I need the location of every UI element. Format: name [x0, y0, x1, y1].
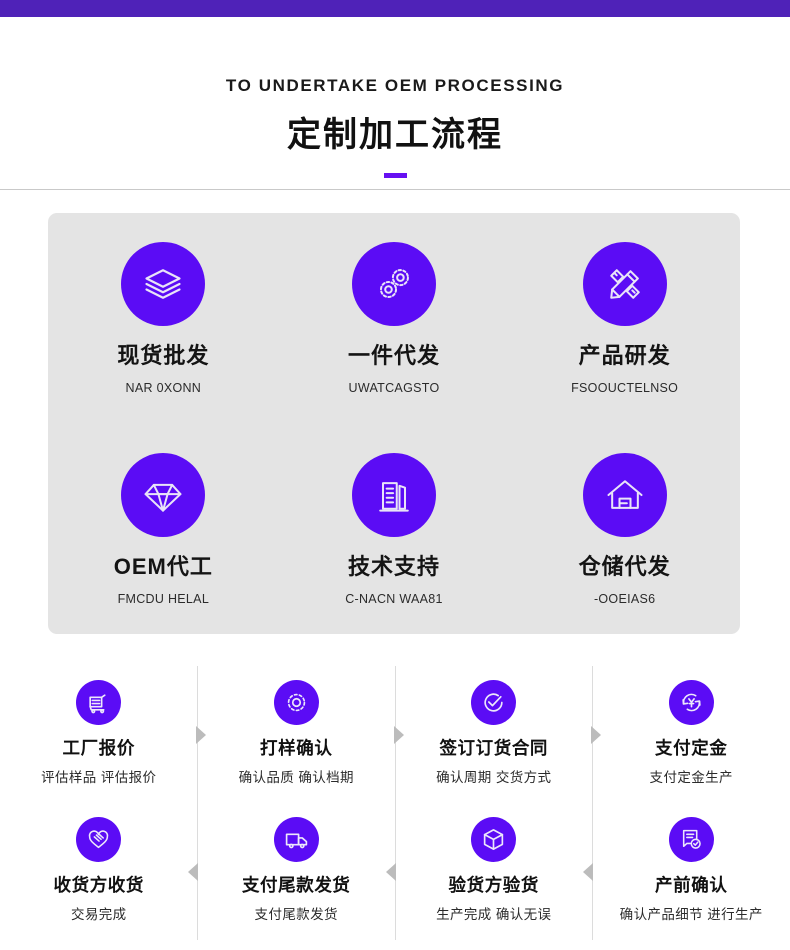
process-step-sub: 支付尾款发货 — [254, 906, 338, 922]
service-title: 现货批发 — [117, 343, 210, 368]
service-item[interactable]: 技术支持 C-NACN WAA81 — [279, 452, 510, 606]
process-step-title: 支付尾款发货 — [241, 875, 351, 895]
service-item[interactable]: 仓储代发 -OOEIAS6 — [509, 452, 740, 606]
header-english-subtitle: TO UNDERTAKE OEM PROCESSING — [225, 76, 565, 95]
service-item[interactable]: 一件代发 UWATCAGSTO — [279, 242, 510, 395]
service-item[interactable]: 现货批发 NAR 0XONN — [48, 242, 279, 395]
process-step[interactable]: 签订订货合同 确认周期 交货方式 — [395, 666, 593, 803]
process-step[interactable]: 产前确认 确认产品细节 进行生产 — [593, 803, 790, 940]
process-step-sub: 确认产品细节 进行生产 — [619, 906, 763, 922]
process-step-sub: 生产完成 确认无误 — [436, 906, 552, 922]
process-flow: 工厂报价 评估样品 评估报价 打样确认 确认品质 确认档期 — [0, 666, 790, 940]
top-accent-bar — [0, 0, 790, 17]
service-code: NAR 0XONN — [125, 381, 202, 395]
page-title: 定制加工流程 — [287, 116, 503, 154]
process-step[interactable]: 打样确认 确认品质 确认档期 — [198, 666, 396, 803]
service-code: FSOOUCTELNSO — [571, 381, 679, 395]
service-code: FMCDU HELAL — [117, 591, 210, 606]
arrow-right-icon — [196, 726, 206, 744]
process-step[interactable]: 工厂报价 评估样品 评估报价 — [0, 666, 198, 803]
diamond-icon — [121, 452, 206, 537]
page-header: TO UNDERTAKE OEM PROCESSING 定制加工流程 — [0, 17, 790, 190]
warehouse-icon — [582, 452, 667, 537]
building-icon — [351, 452, 436, 537]
process-arrow-separator — [196, 666, 206, 803]
gear-outline-icon — [273, 680, 319, 725]
process-step-sub: 确认周期 交货方式 — [436, 769, 552, 785]
service-item[interactable]: OEM代工 FMCDU HELAL — [48, 452, 279, 606]
process-step[interactable]: 支付尾款发货 支付尾款发货 — [198, 803, 396, 940]
service-code: C-NACN WAA81 — [345, 591, 443, 606]
shopping-cart-icon — [76, 680, 122, 725]
process-row-2: 收货方收货 交易完成 支付尾款发货 支付尾款发货 — [0, 803, 790, 940]
gears-icon — [351, 242, 436, 326]
service-title: 仓储代发 — [578, 553, 671, 579]
document-check-icon — [668, 817, 714, 862]
process-arrow-separator — [188, 803, 198, 940]
services-grid: 现货批发 NAR 0XONN 一件 — [48, 213, 740, 634]
process-arrow-separator — [386, 803, 396, 940]
arrow-right-icon — [591, 726, 601, 744]
process-step-sub: 支付定金生产 — [649, 769, 733, 785]
service-title: OEM代工 — [113, 553, 213, 579]
truck-icon — [273, 817, 319, 862]
services-card: 现货批发 NAR 0XONN 一件 — [48, 213, 740, 634]
service-title: 一件代发 — [347, 343, 440, 368]
process-step-title: 打样确认 — [260, 738, 333, 758]
process-step-sub: 确认品质 确认档期 — [238, 769, 354, 785]
header-divider — [0, 189, 790, 190]
process-arrow-separator — [591, 666, 601, 803]
process-step-title: 支付定金 — [655, 738, 728, 758]
check-circle-icon — [471, 680, 517, 725]
service-title: 技术支持 — [347, 553, 440, 579]
process-row-1: 工厂报价 评估样品 评估报价 打样确认 确认品质 确认档期 — [0, 666, 790, 803]
process-step-sub: 评估样品 评估报价 — [41, 769, 157, 785]
box-icon — [471, 817, 517, 862]
arrow-left-icon — [188, 863, 198, 881]
process-step-sub: 交易完成 — [70, 906, 127, 922]
handshake-icon — [76, 817, 122, 862]
process-step[interactable]: 收货方收货 交易完成 — [0, 803, 198, 940]
process-step-title: 签订订货合同 — [439, 738, 549, 758]
yuan-refresh-icon — [668, 680, 714, 725]
process-step-title: 收货方收货 — [53, 875, 144, 895]
process-step[interactable]: 验货方验货 生产完成 确认无误 — [395, 803, 593, 940]
arrow-left-icon — [386, 863, 396, 881]
process-step-title: 验货方验货 — [448, 875, 539, 895]
process-arrow-separator — [583, 803, 593, 940]
process-arrow-separator — [394, 666, 404, 803]
layers-icon — [121, 242, 206, 326]
service-title: 产品研发 — [578, 343, 671, 368]
arrow-left-icon — [583, 863, 593, 881]
process-step[interactable]: 支付定金 支付定金生产 — [593, 666, 790, 803]
service-code: UWATCAGSTO — [348, 381, 440, 395]
process-step-title: 工厂报价 — [62, 738, 135, 758]
arrow-right-icon — [394, 726, 404, 744]
process-step-title: 产前确认 — [655, 875, 728, 895]
service-code: -OOEIAS6 — [593, 591, 656, 606]
pencil-ruler-icon — [582, 242, 667, 326]
service-item[interactable]: 产品研发 FSOOUCTELNSO — [509, 242, 740, 395]
title-accent-underline — [383, 173, 407, 178]
